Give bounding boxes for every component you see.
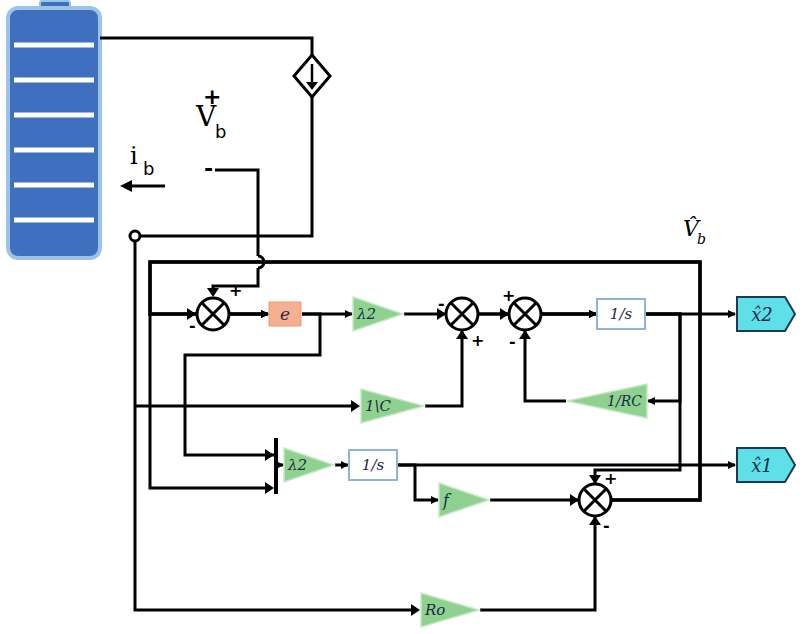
node-text: 1/s — [610, 305, 632, 323]
node-text: λ2 — [288, 456, 307, 474]
sign-label: + — [502, 288, 515, 304]
node-text: 1\C — [365, 397, 391, 415]
signal-label: b — [697, 232, 706, 246]
signal-line — [646, 314, 680, 401]
signal-line — [150, 262, 700, 610]
wires — [100, 38, 416, 610]
signal-line — [398, 464, 735, 467]
node-text: λ2 — [357, 305, 376, 323]
output-tag: x̂1 — [735, 446, 797, 484]
sign-label: - — [438, 296, 445, 312]
sign-label: + — [229, 283, 242, 299]
arrowheads — [187, 288, 601, 616]
sign-label: - — [509, 334, 516, 350]
node-text: f — [443, 491, 449, 510]
node-text: 1/RC — [607, 393, 642, 409]
sign-label: - — [204, 158, 213, 180]
gain-triangle: λ2 — [283, 447, 335, 483]
signal-label: b — [143, 160, 154, 178]
current-source — [294, 55, 330, 97]
node-text: 1/s — [362, 456, 384, 474]
signal-label: i — [130, 144, 138, 168]
gain-triangle: 1\C — [360, 388, 425, 424]
junction-crosses — [202, 303, 606, 511]
signal-line — [398, 465, 438, 500]
battery-symbol — [8, 1, 100, 258]
gain-triangle: Ro — [420, 592, 480, 628]
signal-label: V — [196, 103, 216, 131]
node-text: x̂1 — [751, 455, 773, 476]
signal-label: V̂ — [683, 218, 699, 240]
current-arrow — [120, 180, 165, 192]
node-text: Ro — [425, 601, 445, 619]
sign-label: - — [189, 318, 196, 334]
signal-line — [335, 464, 348, 467]
signal-line — [425, 314, 596, 406]
integrator-box: 1/s — [348, 449, 398, 481]
summing-junctions — [197, 298, 611, 516]
sign-label: - — [603, 518, 610, 534]
node-text: e — [280, 304, 290, 324]
sign-label: + — [604, 471, 617, 487]
sign-label: + — [471, 333, 484, 349]
node-text: x̂2 — [751, 304, 773, 325]
integrator-box: 1/s — [596, 298, 646, 330]
error-box: e — [268, 301, 302, 327]
gain-triangle: f — [438, 482, 490, 518]
gain-triangle: λ2 — [352, 296, 404, 332]
output-tag: x̂2 — [735, 295, 797, 333]
signal-line — [185, 314, 320, 465]
signal-label: b — [215, 123, 226, 141]
gain-triangle: 1/RC — [566, 383, 648, 419]
